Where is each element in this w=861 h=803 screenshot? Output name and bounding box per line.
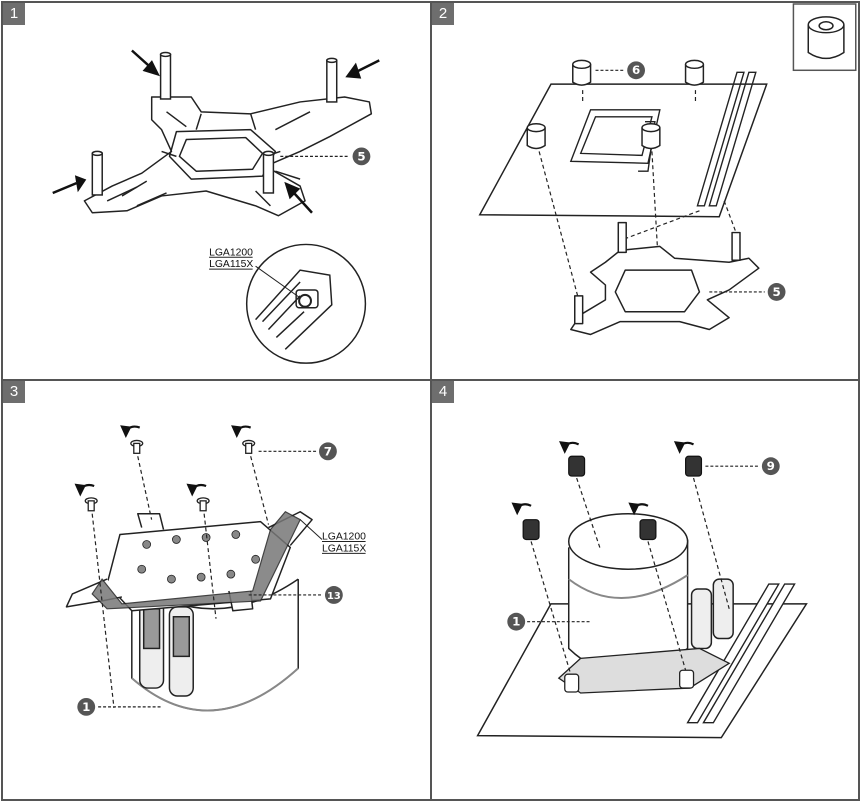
pump-bracket-illustration: 7 LGA1200 LGA115X 13 1	[65, 425, 366, 716]
label-lga1200: LGA1200	[322, 531, 366, 542]
inset-label-lga1200: LGA1200	[209, 247, 253, 258]
label-lga115x: LGA115X	[322, 543, 366, 554]
callout-1: 1	[82, 700, 90, 714]
arrow-icon	[52, 49, 380, 214]
standoff-icon	[807, 16, 845, 60]
rotate-arrow-icon	[511, 441, 695, 516]
backplate-illustration: 5 LGA1200 LGA115X	[52, 49, 380, 364]
callout-9: 9	[767, 459, 775, 473]
callout-5: 5	[772, 285, 780, 299]
step-2-panel: 2	[430, 1, 860, 381]
step-3-panel: 3	[1, 379, 432, 801]
step-3-number: 3	[3, 381, 25, 403]
callout-7: 7	[324, 444, 332, 458]
callout-5: 5	[357, 149, 365, 163]
callout-6: 6	[632, 63, 640, 77]
inset-label-lga115x: LGA115X	[209, 259, 253, 270]
step-2-number: 2	[432, 3, 454, 25]
step-4-number: 4	[432, 381, 454, 403]
motherboard-standoff-illustration: 6 5	[478, 3, 857, 336]
callout-13: 13	[327, 591, 341, 602]
pump-mount-illustration: 9 1	[476, 441, 808, 739]
rotate-arrow-icon	[74, 425, 252, 497]
step-1-panel: 1	[1, 1, 432, 381]
callout-1: 1	[512, 615, 520, 629]
step-1-number: 1	[3, 3, 25, 25]
step-4-panel: 4	[430, 379, 860, 801]
